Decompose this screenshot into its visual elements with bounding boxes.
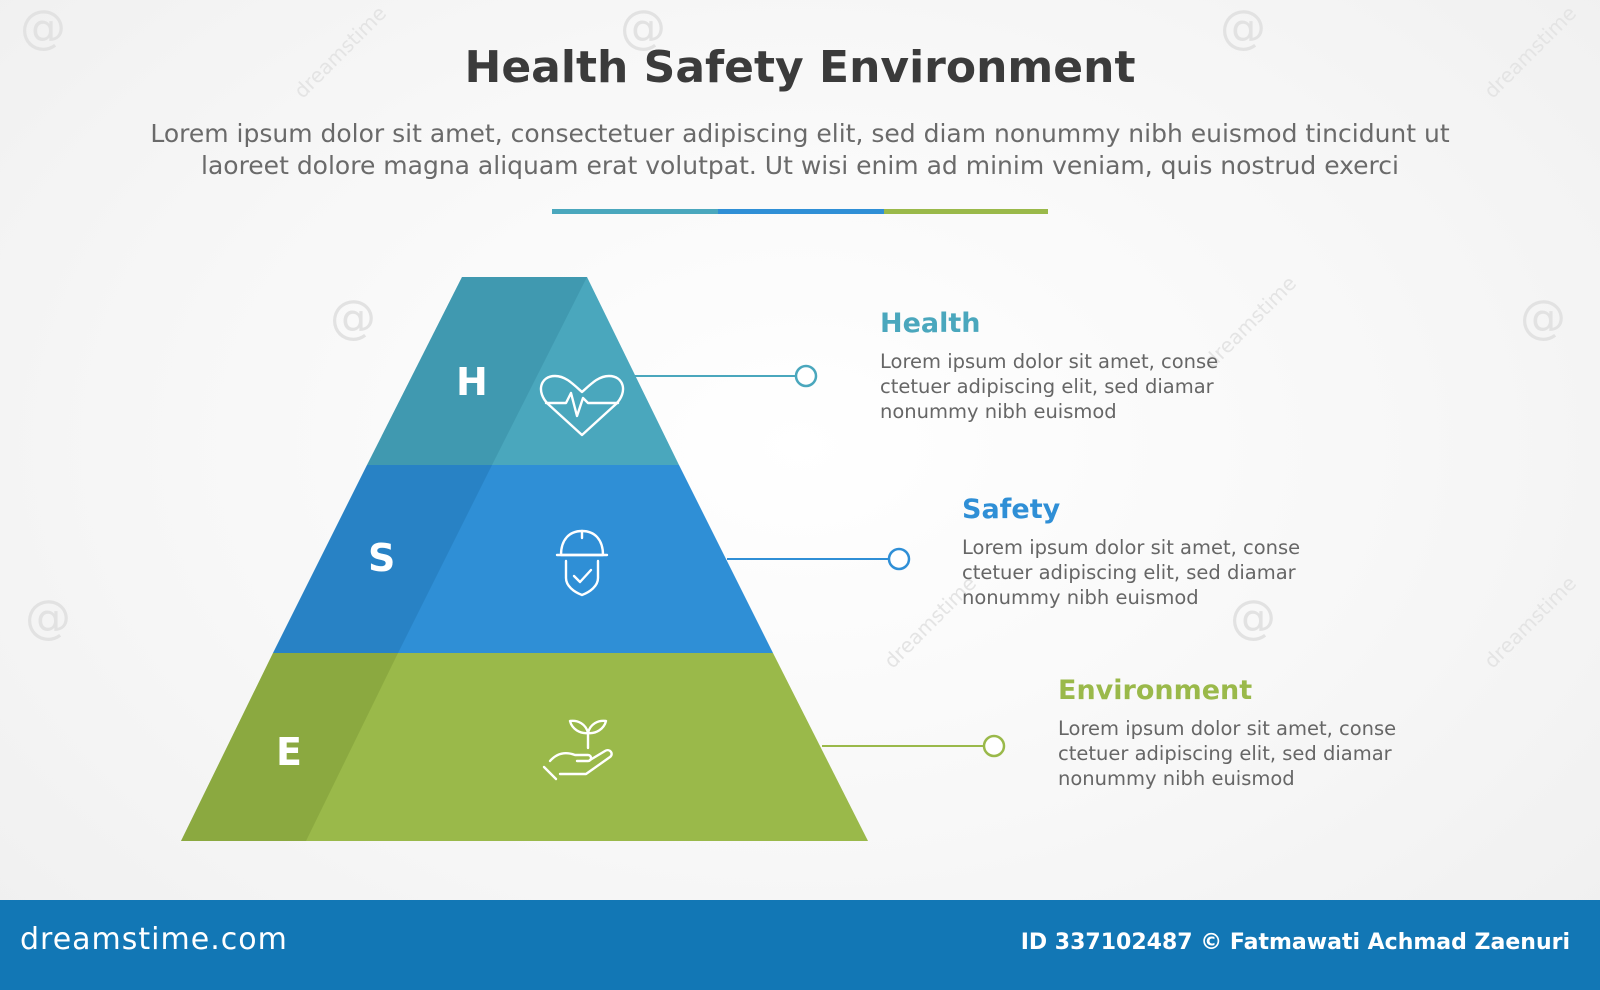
description-line-1: Lorem ipsum dolor sit amet, consectetuer… — [150, 119, 1450, 148]
watermark-spiral-icon: @ — [20, 0, 66, 54]
footer-brand-logo[interactable]: dreamstime.com — [20, 922, 288, 957]
item-desc-line: Lorem ipsum dolor sit amet, conse — [880, 350, 1219, 373]
page-description: Lorem ipsum dolor sit amet, consectetuer… — [100, 118, 1500, 182]
environment-connector-dot — [982, 734, 1006, 758]
safety-connector-dot — [887, 547, 911, 571]
item-desc-line: ctetuer adipiscing elit, sed diamar — [962, 561, 1296, 584]
divider-segment-environment — [884, 209, 1048, 214]
health-connector-dot — [794, 364, 818, 388]
item-desc-environment: Lorem ipsum dolor sit amet, conse ctetue… — [1058, 716, 1438, 791]
item-safety: Safety Lorem ipsum dolor sit amet, conse… — [962, 494, 1342, 610]
watermark-spiral-icon: @ — [330, 290, 376, 344]
watermark-spiral-icon: @ — [1230, 590, 1276, 644]
item-desc-line: Lorem ipsum dolor sit amet, conse — [962, 536, 1301, 559]
footer-credit: ID 337102487 © Fatmawati Achmad Zaenuri — [1020, 930, 1570, 955]
heartbeat-icon — [539, 374, 625, 437]
pyramid-letter-environment: E — [276, 730, 302, 774]
divider-segment-health — [552, 209, 718, 214]
item-title-safety: Safety — [962, 494, 1061, 525]
pyramid-letter-health: H — [456, 360, 488, 404]
item-desc-line: nonummy nibh euismod — [1058, 767, 1295, 790]
pyramid-diagram — [181, 277, 1006, 841]
pyramid-level-safety — [273, 465, 911, 653]
helmet-shield-icon — [555, 529, 609, 597]
item-health: Health Lorem ipsum dolor sit amet, conse… — [880, 308, 1260, 424]
pyramid-level-health — [367, 277, 818, 465]
item-desc-line: ctetuer adipiscing elit, sed diamar — [880, 375, 1214, 398]
item-desc-line: nonummy nibh euismod — [880, 400, 1117, 423]
pyramid-letter-safety: S — [368, 536, 396, 580]
description-line-2: laoreet dolore magna aliquam erat volutp… — [201, 151, 1399, 180]
item-desc-line: ctetuer adipiscing elit, sed diamar — [1058, 742, 1392, 765]
item-desc-line: Lorem ipsum dolor sit amet, conse — [1058, 717, 1397, 740]
divider-segment-safety — [718, 209, 884, 214]
pyramid-level-environment — [181, 653, 1006, 841]
footer-bar: dreamstime.com ID 337102487 © Fatmawati … — [0, 900, 1600, 990]
item-desc-health: Lorem ipsum dolor sit amet, conse ctetue… — [880, 349, 1260, 424]
page-title: Health Safety Environment — [464, 42, 1136, 93]
watermark-spiral-icon: @ — [25, 590, 71, 644]
watermark-spiral-icon: @ — [1220, 0, 1266, 54]
item-desc-line: nonummy nibh euismod — [962, 586, 1199, 609]
item-environment: Environment Lorem ipsum dolor sit amet, … — [1058, 675, 1438, 791]
item-title-health: Health — [880, 308, 981, 339]
plant-hand-icon — [542, 719, 613, 781]
watermark-spiral-icon: @ — [1520, 290, 1566, 344]
watermark-spiral-icon: @ — [620, 0, 666, 54]
item-title-environment: Environment — [1058, 675, 1253, 706]
item-desc-safety: Lorem ipsum dolor sit amet, conse ctetue… — [962, 535, 1342, 610]
